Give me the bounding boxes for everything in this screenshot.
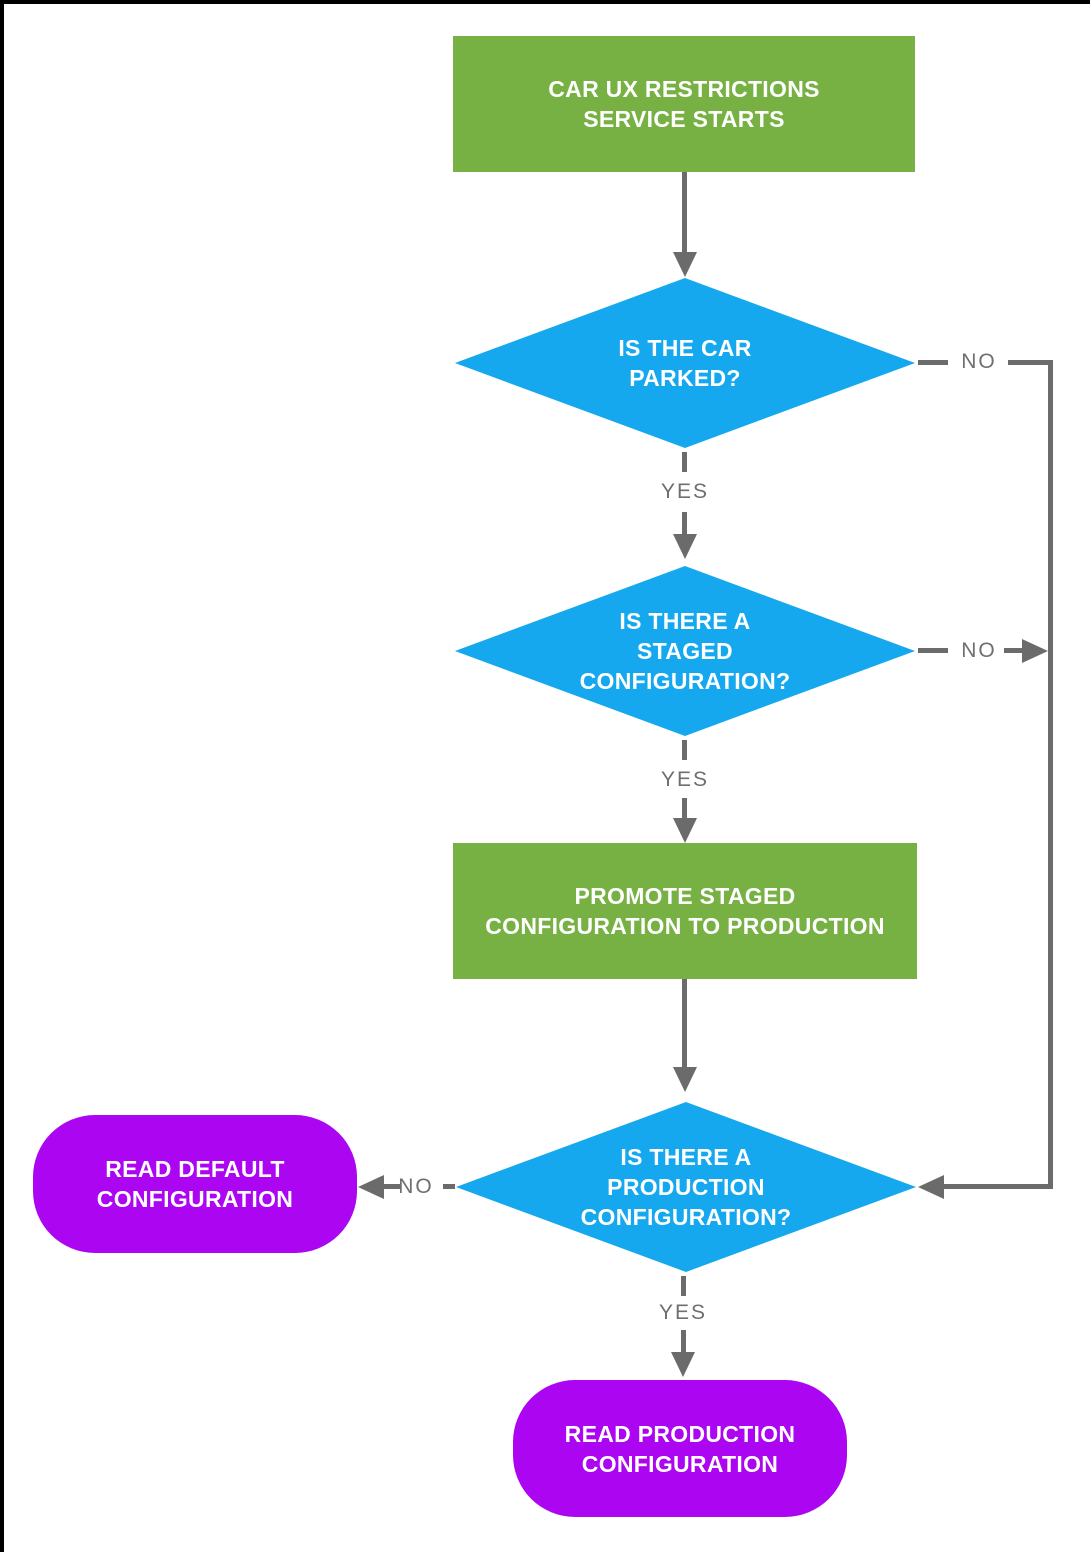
arrowhead-parked-yes xyxy=(673,534,697,559)
node-decision-staged-configuration: IS THERE A STAGED CONFIGURATION? xyxy=(455,566,915,736)
connector-production-no-dash xyxy=(443,1184,455,1189)
arrowhead-staged-yes xyxy=(673,818,697,843)
connector-start-to-parked xyxy=(682,172,687,254)
node-decision-production-configuration: IS THERE A PRODUCTION CONFIGURATION? xyxy=(456,1102,916,1272)
edge-label-production-no: NO xyxy=(394,1175,438,1199)
node-read-default-configuration: READ DEFAULT CONFIGURATION xyxy=(33,1115,357,1253)
connector-promote-to-production xyxy=(682,979,687,1067)
arrowhead-production-yes xyxy=(671,1352,695,1377)
connector-right-rail xyxy=(1048,360,1053,1189)
node-read-production-configuration: READ PRODUCTION CONFIGURATION xyxy=(513,1380,847,1517)
frame-border-top xyxy=(0,0,1090,4)
connector-staged-yes-upper xyxy=(682,740,687,760)
connector-production-yes-upper xyxy=(681,1276,686,1296)
connector-rail-to-production xyxy=(944,1184,1053,1189)
frame-border-left xyxy=(0,0,4,1552)
arrowhead-rail-to-production xyxy=(918,1175,944,1199)
connector-parked-yes-upper xyxy=(682,452,687,472)
connector-production-no-shaft xyxy=(384,1184,400,1189)
connector-parked-no-dash xyxy=(918,360,948,365)
connector-staged-no-to-rail xyxy=(1004,648,1022,653)
edge-label-production-yes: YES xyxy=(654,1301,712,1325)
arrowhead-start-to-parked xyxy=(673,252,697,277)
edge-label-staged-yes: YES xyxy=(656,768,714,792)
arrowhead-production-no xyxy=(358,1175,384,1199)
node-service-start: CAR UX RESTRICTIONS SERVICE STARTS xyxy=(453,36,915,172)
edge-label-parked-no: NO xyxy=(957,350,1001,374)
node-decision-car-parked: IS THE CAR PARKED? xyxy=(455,278,915,448)
connector-staged-no-dash xyxy=(918,648,948,653)
arrowhead-staged-no xyxy=(1022,639,1048,663)
connector-parked-yes-lower xyxy=(682,512,687,534)
connector-staged-yes-lower xyxy=(682,798,687,818)
edge-label-staged-no: NO xyxy=(957,639,1001,663)
arrowhead-promote-to-production xyxy=(673,1067,697,1092)
edge-label-parked-yes: YES xyxy=(656,480,714,504)
connector-production-yes-lower xyxy=(681,1330,686,1352)
connector-parked-no-to-rail xyxy=(1008,360,1053,365)
node-promote-staged-configuration: PROMOTE STAGED CONFIGURATION TO PRODUCTI… xyxy=(453,843,917,979)
